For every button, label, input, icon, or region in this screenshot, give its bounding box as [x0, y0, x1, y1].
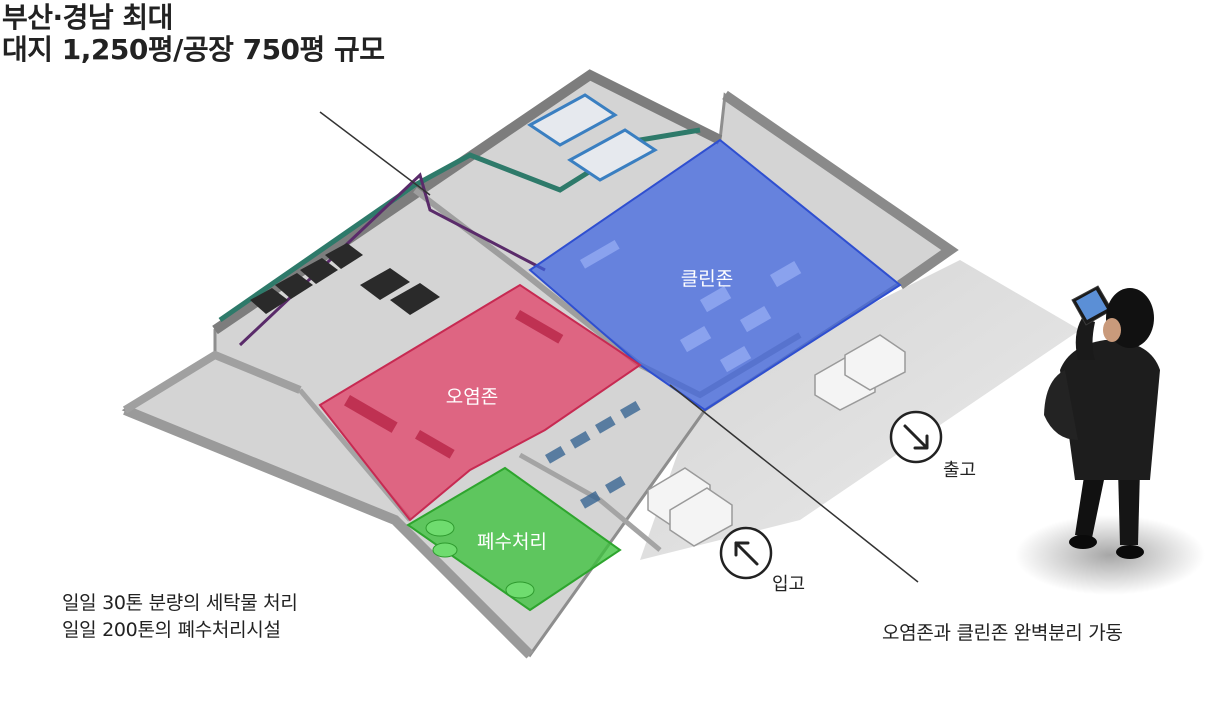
interior-wall-3 [298, 388, 412, 522]
page-heading: 부산·경남 최대 대지 1,250평/공장 750평 규모 [2, 2, 385, 66]
capacity-line-1: 일일 30톤 분량의 세탁물 처리 [62, 592, 298, 614]
businessman-with-tablet [1015, 285, 1205, 595]
clean-zone-workstations [580, 240, 802, 373]
capacity-caption: 일일 30톤 분량의 세탁물 처리 일일 200톤의 폐수처리시설 [62, 590, 298, 644]
outdoor-yard [640, 260, 1080, 560]
inbound-arrow-icon [719, 526, 773, 580]
pipe-run [218, 127, 701, 323]
outer-wall-east [722, 90, 959, 290]
contaminated-zone-label: 오염존 [446, 386, 498, 408]
outer-wall-south [123, 405, 534, 659]
inbound-label: 입고 [772, 574, 805, 595]
delivery-vans-outbound [814, 334, 906, 411]
clean-zone-area [528, 138, 902, 412]
outer-wall-west-annex [122, 350, 302, 414]
wastewater-tanks [425, 519, 535, 599]
heading-line-1: 부산·경남 최대 [2, 1, 173, 34]
wastewater-zone-label: 폐수처리 [477, 531, 547, 553]
storage-racks [545, 401, 641, 509]
outer-wall-north [212, 69, 723, 335]
outbound-label: 출고 [943, 460, 976, 481]
delivery-vans-inbound [647, 467, 733, 547]
capacity-line-2: 일일 200톤의 폐수처리시설 [62, 619, 281, 641]
clean-zone-label: 클린존 [681, 268, 733, 290]
heading-line-2: 대지 1,250평/공장 750평 규모 [2, 33, 385, 66]
interior-wall-1 [413, 187, 642, 368]
leader-line-heading [319, 111, 431, 196]
pipe-run-purple [238, 172, 546, 347]
washer-machines [527, 93, 658, 182]
wastewater-zone-area [406, 466, 622, 612]
contaminated-zone-area [318, 283, 642, 522]
leader-line-separation [669, 384, 919, 583]
contaminated-zone-equipment [344, 309, 564, 459]
dryer-machines [250, 243, 440, 315]
separation-caption: 오염존과 클린존 완벽분리 가동 [882, 622, 1123, 644]
outbound-arrow-icon [889, 410, 943, 464]
